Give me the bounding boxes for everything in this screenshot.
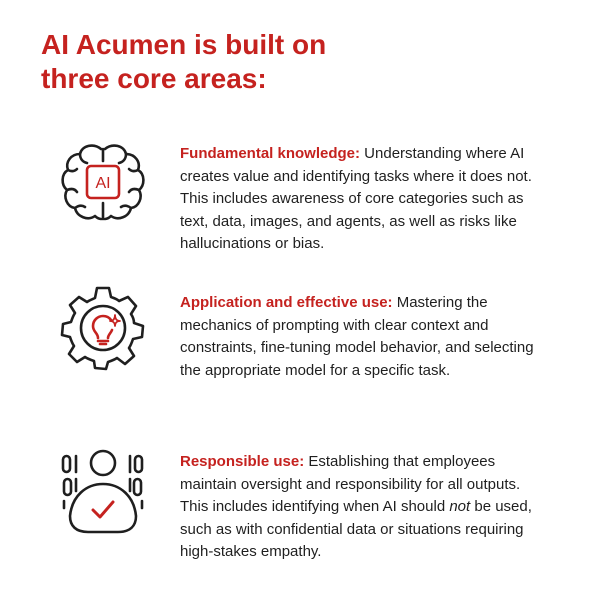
area-description-part-1: Establishing that employees maintain ove… [180, 453, 521, 515]
area-application-effective-use: Application and effective use: Mastering… [58, 282, 578, 382]
gear-lightbulb-icon [58, 282, 148, 372]
area-term: Fundamental knowledge: [180, 145, 361, 162]
page-title-line-1: AI Acumen is built on [41, 29, 327, 60]
area-description: Mastering the mechanics of prompting wit… [180, 294, 534, 379]
area-text: Responsible use: Establishing that emplo… [180, 451, 550, 564]
brain-ai-chip-icon: AI [58, 137, 148, 227]
ai-chip-label: AI [95, 175, 110, 192]
area-description: Understanding where AI creates value and… [180, 145, 532, 252]
area-description-part-2: be used, such as with confidential data … [180, 498, 532, 560]
area-text: Fundamental knowledge: Understanding whe… [180, 143, 550, 256]
person-checkmark-binary-icon [58, 446, 148, 536]
page-title: AI Acumen is built on three core areas: [41, 28, 561, 96]
area-fundamental-knowledge: AI Fundamental knowledge: Understanding … [58, 137, 578, 257]
page-title-line-2: three core areas: [41, 63, 267, 94]
area-term: Responsible use: [180, 453, 305, 470]
area-term: Application and effective use: [180, 294, 393, 311]
area-description-emphasis: not [449, 498, 471, 515]
area-responsible-use: Responsible use: Establishing that emplo… [58, 440, 578, 565]
area-text: Application and effective use: Mastering… [180, 292, 550, 382]
